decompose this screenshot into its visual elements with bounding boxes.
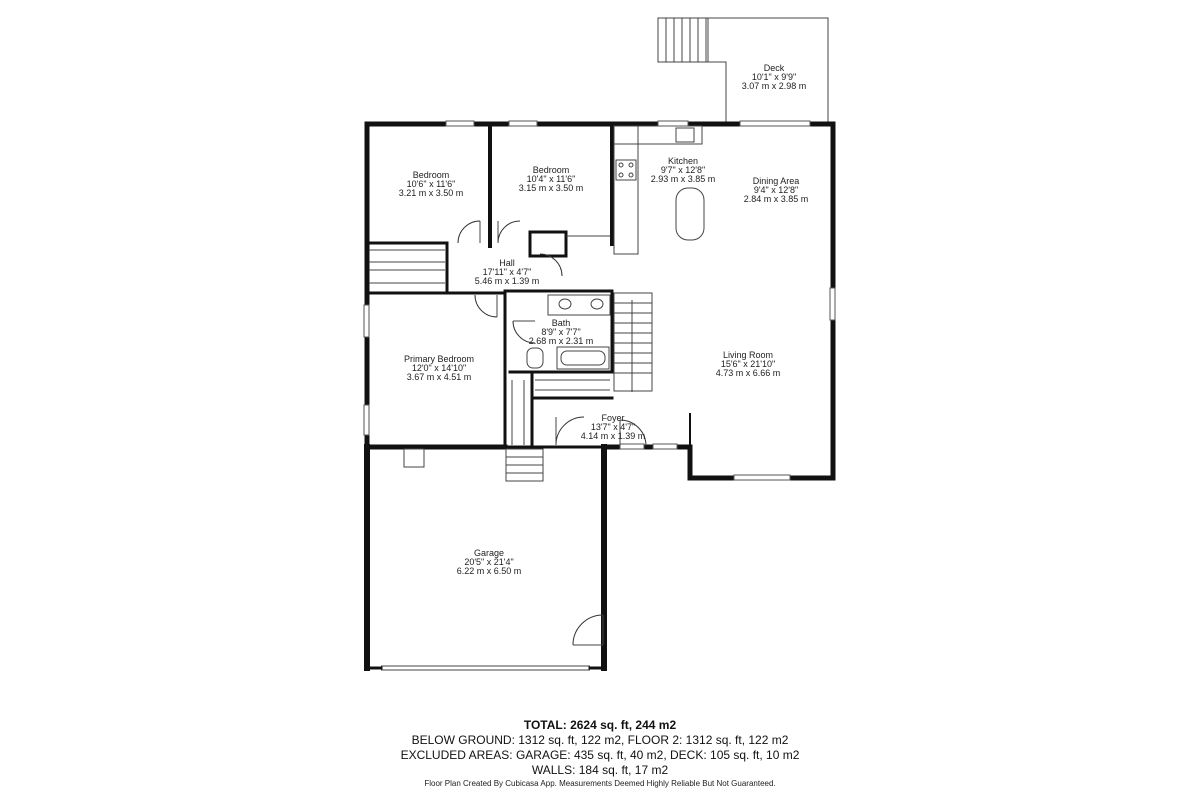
interior-walls (365, 122, 691, 449)
room-dimensions-metric: 2.84 m x 3.85 m (744, 194, 809, 204)
room-dimensions-metric: 4.73 m x 6.66 m (716, 368, 781, 378)
doors (457, 220, 647, 447)
room-name: Bath (552, 318, 571, 328)
room-dimensions-metric: 3.07 m x 2.98 m (742, 81, 807, 91)
room-name: Hall (499, 258, 515, 268)
room-name: Bedroom (413, 170, 450, 180)
room-name: Kitchen (668, 156, 698, 166)
room-name: Deck (764, 63, 785, 73)
room-dimensions-metric: 3.15 m x 3.50 m (519, 183, 584, 193)
room-dimensions-imperial: 13'7" x 4'7" (591, 422, 635, 432)
toilet-icon (526, 347, 544, 369)
room-dimensions-imperial: 17'11" x 4'7" (483, 267, 532, 277)
room-dimensions-imperial: 10'4" x 11'6" (527, 174, 576, 184)
room-dimensions-metric: 3.67 m x 4.51 m (407, 372, 472, 382)
kitchen-fixtures (613, 125, 705, 255)
room-label-living-room: Living Room 15'6" x 21'10" 4.73 m x 6.66… (716, 350, 781, 378)
room-label-primary-bedroom: Primary Bedroom 12'0" x 14'10" 3.67 m x … (404, 354, 474, 382)
room-name: Dining Area (753, 176, 800, 186)
deck-area (657, 17, 829, 122)
sink-icon (675, 127, 695, 143)
room-name: Primary Bedroom (404, 354, 474, 364)
room-name: Foyer (601, 413, 624, 423)
closets (369, 235, 610, 445)
excluded-areas: EXCLUDED AREAS: GARAGE: 435 sq. ft, 40 m… (400, 748, 800, 762)
room-dimensions-metric: 6.22 m x 6.50 m (457, 566, 522, 576)
garage-stairs (505, 448, 544, 482)
room-label-bedroom-1: Bedroom 10'6" x 11'6" 3.21 m x 3.50 m (399, 170, 464, 198)
room-label-garage: Garage 20'5" x 21'4" 6.22 m x 6.50 m (457, 548, 522, 576)
area-summary: TOTAL: 2624 sq. ft, 244 m2 BELOW GROUND:… (0, 718, 1200, 778)
room-label-bedroom-2: Bedroom 10'4" x 11'6" 3.15 m x 3.50 m (519, 165, 584, 193)
room-dimensions-metric: 2.68 m x 2.31 m (529, 336, 594, 346)
room-dimensions-imperial: 10'1" x 9'9" (752, 72, 796, 82)
room-dimensions-imperial: 9'7" x 12'8" (661, 165, 705, 175)
room-dimensions-imperial: 15'6" x 21'10" (721, 359, 775, 369)
room-label-foyer: Foyer 13'7" x 4'7" 4.14 m x 1.39 m (581, 413, 646, 441)
room-label-bath: Bath 8'9" x 7'7" 2.68 m x 2.31 m (529, 318, 594, 346)
room-label-dining-area: Dining Area 9'4" x 12'8" 2.84 m x 3.85 m (744, 176, 809, 204)
windows (363, 120, 836, 481)
sink-icon (590, 298, 604, 310)
total-area: TOTAL: 2624 sq. ft, 244 m2 (523, 718, 677, 732)
room-label-deck: Deck 10'1" x 9'9" 3.07 m x 2.98 m (742, 63, 807, 91)
disclaimer: Floor Plan Created By Cubicasa App. Meas… (424, 779, 776, 788)
room-name: Living Room (723, 350, 773, 360)
room-name: Garage (474, 548, 504, 558)
interior-stairs (613, 292, 653, 392)
room-label-kitchen: Kitchen 9'7" x 12'8" 2.93 m x 3.85 m (651, 156, 716, 184)
room-dimensions-imperial: 8'9" x 7'7" (541, 327, 580, 337)
floor-areas: BELOW GROUND: 1312 sq. ft, 122 m2, FLOOR… (411, 733, 789, 747)
room-dimensions-metric: 5.46 m x 1.39 m (475, 276, 540, 286)
bath-fixtures (526, 294, 611, 370)
room-dimensions-imperial: 10'6" x 11'6" (407, 179, 456, 189)
kitchen-island (675, 187, 705, 241)
garage-walls (364, 444, 607, 671)
room-dimensions-metric: 3.21 m x 3.50 m (399, 188, 464, 198)
deck-stairs (665, 18, 707, 62)
sink-icon (558, 298, 572, 310)
bathtub-icon (556, 346, 610, 370)
room-dimensions-metric: 4.14 m x 1.39 m (581, 431, 646, 441)
room-dimensions-imperial: 20'5" x 21'4" (464, 557, 513, 567)
room-dimensions-imperial: 12'0" x 14'10" (412, 363, 466, 373)
room-dimensions-metric: 2.93 m x 3.85 m (651, 174, 716, 184)
room-dimensions-imperial: 9'4" x 12'8" (754, 185, 798, 195)
room-name: Bedroom (533, 165, 570, 175)
stove-icon (615, 159, 637, 181)
room-label-hall: Hall 17'11" x 4'7" 5.46 m x 1.39 m (475, 258, 540, 286)
wall-area: WALLS: 184 sq. ft, 17 m2 (531, 763, 669, 777)
